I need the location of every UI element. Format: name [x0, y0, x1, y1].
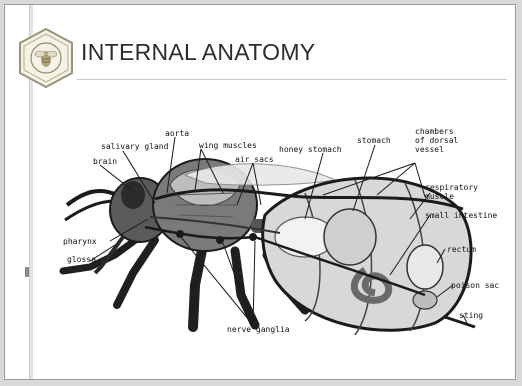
stomach	[324, 209, 376, 265]
label-small-intestine: small intestine	[425, 211, 497, 220]
mid-leg	[235, 251, 255, 325]
label-chambers-dorsal-vessel: chambers of dorsal vessel	[415, 127, 458, 154]
label-brain: brain	[93, 157, 117, 166]
label-air-sacs: air sacs	[235, 155, 274, 164]
label-salivary-gland: salivary gland	[101, 142, 168, 151]
label-stomach: stomach	[357, 136, 391, 145]
antenna	[67, 191, 117, 205]
label-rectum: rectum	[447, 245, 476, 254]
compound-eye	[121, 181, 145, 209]
label-aorta: aorta	[165, 129, 189, 138]
label-honey-stomach: honey stomach	[279, 145, 342, 154]
label-glossa: glossa	[67, 255, 96, 264]
label-pharynx: pharynx	[63, 237, 97, 246]
slide: INTERNAL ANATOMY	[4, 4, 516, 380]
label-nerve-ganglia: nerve ganglia	[227, 325, 290, 334]
rectum	[407, 245, 443, 289]
antenna	[65, 201, 115, 220]
label-sting: sting	[459, 311, 483, 320]
label-respiratory-muscle: respiratory muscle	[425, 183, 478, 201]
label-wing-muscles: wing muscles	[199, 141, 257, 150]
label-poison-sac: poison sac	[451, 281, 499, 290]
